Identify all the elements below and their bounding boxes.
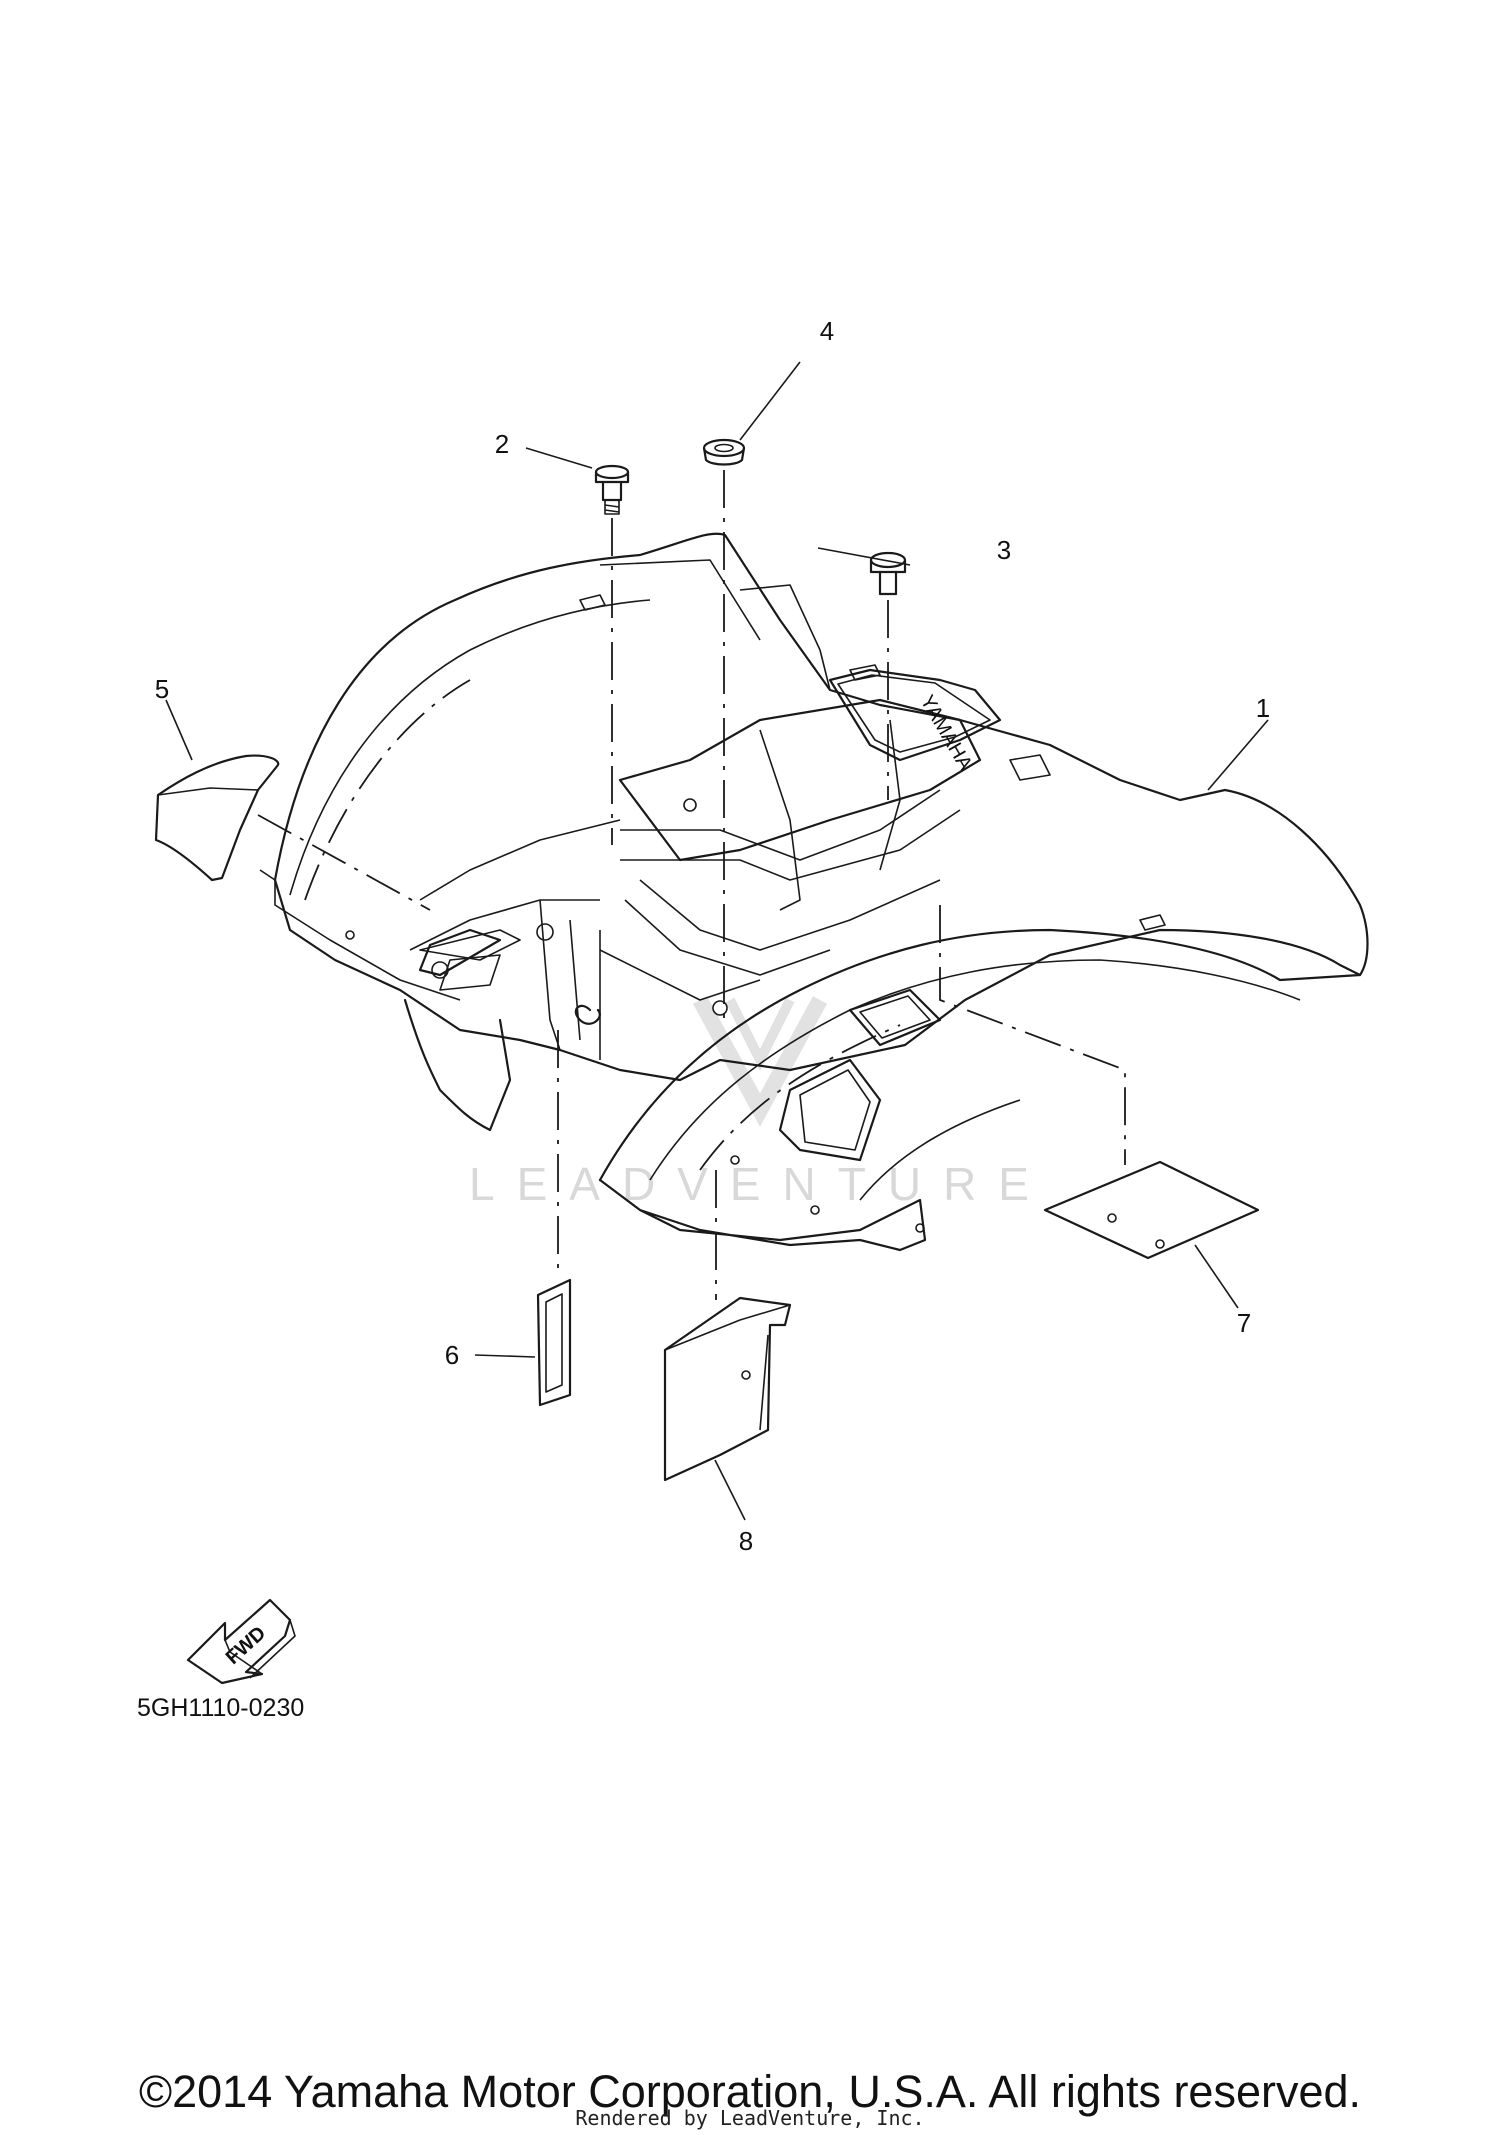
copyright-notice: ©2014 Yamaha Motor Corporation, U.S.A. A… xyxy=(138,2066,1362,2117)
callout-6: 6 xyxy=(445,1340,459,1370)
callout-3: 3 xyxy=(997,535,1011,565)
guard-part-5 xyxy=(154,754,280,882)
fwd-label: FWD xyxy=(222,1622,271,1669)
fwd-arrow-icon: FWD xyxy=(186,1598,296,1685)
callout-4: 4 xyxy=(820,316,834,346)
callout-2: 2 xyxy=(495,429,509,459)
grommet-part-4 xyxy=(702,438,746,466)
watermark-text: LEADVENTURE xyxy=(469,1158,1051,1210)
bolt-part-3 xyxy=(869,551,907,596)
cover-part-8 xyxy=(663,1296,792,1482)
callout-7: 7 xyxy=(1237,1308,1251,1338)
rendered-by-notice: Rendered by LeadVenture, Inc. xyxy=(575,2106,925,2130)
callout-1: 1 xyxy=(1256,693,1270,723)
callout-8: 8 xyxy=(739,1526,753,1556)
diagram-code: 5GH1110-0230 xyxy=(137,1694,304,1722)
callout-5: 5 xyxy=(155,674,169,704)
rear-fender-part-1: YAMAHA xyxy=(259,532,1369,1252)
reflector-part-6 xyxy=(536,1278,572,1407)
plate-part-7 xyxy=(1043,1160,1260,1260)
bolt-part-2 xyxy=(594,464,630,515)
